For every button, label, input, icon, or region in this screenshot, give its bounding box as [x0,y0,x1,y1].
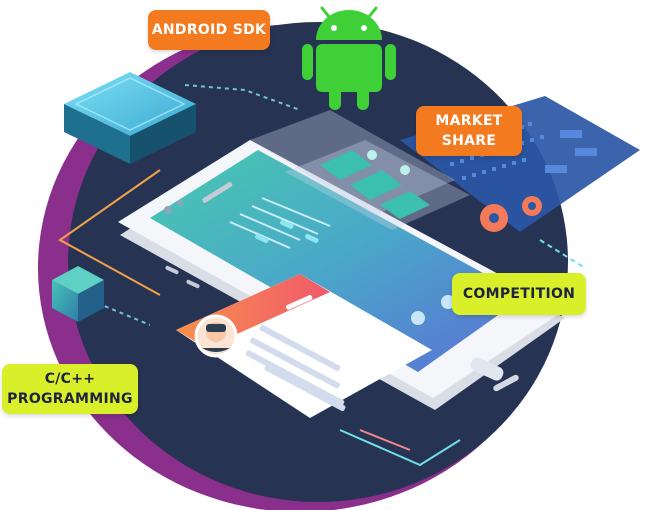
profile-card [176,274,432,418]
server-box [64,72,196,164]
competition-text: COMPETITION [462,286,576,302]
cpp-line1: C/C++ [44,371,96,387]
cube-icon [52,266,104,322]
cpp-programming-label: C/C++ PROGRAMMING [2,364,138,414]
competition-label: COMPETITION [452,273,586,315]
android-sdk-label: ANDROID SDK [148,10,270,50]
market-share-line1: MARKET [435,113,503,129]
floating-panels [250,110,470,230]
smartphone [118,140,565,410]
market-share-line2: SHARE [441,133,497,149]
android-sdk-text: ANDROID SDK [151,22,267,38]
android-icon [302,6,396,110]
cpp-line2: PROGRAMMING [7,391,133,407]
market-share-label: MARKET SHARE [416,106,522,156]
gear-icon [480,196,542,232]
